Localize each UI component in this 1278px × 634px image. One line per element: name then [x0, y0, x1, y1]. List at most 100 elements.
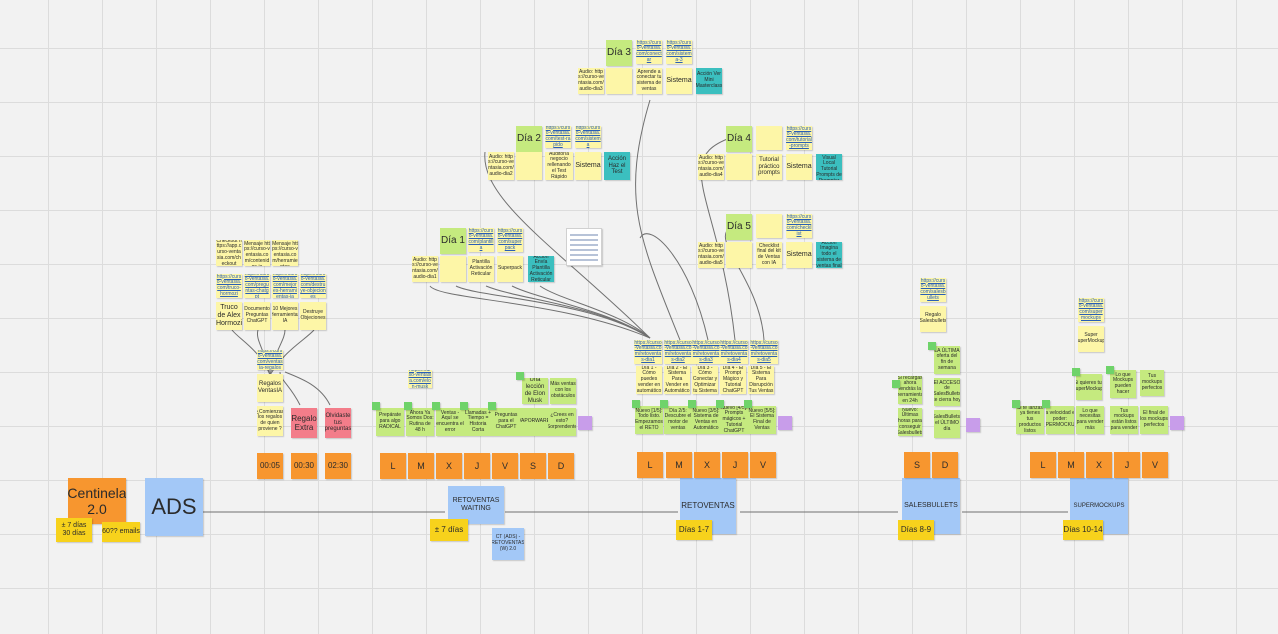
offer-link[interactable]: https://curso-ventasia.com/salesbullets [920, 278, 946, 302]
day-chip[interactable]: M [1058, 452, 1084, 478]
lesson-card[interactable]: Día 5 - El Sistema Para Disrupción Tus V… [748, 366, 774, 394]
lesson-card[interactable]: Día 2 - El Sistema Para Vender en Automá… [664, 366, 690, 394]
offer-card[interactable]: Super SuperMockups [1078, 326, 1104, 352]
day-card[interactable]: Sistema [666, 68, 692, 94]
waiting-card[interactable]: Olvidaste tus preguntas [325, 408, 351, 438]
email-card[interactable]: Nuevo [4/5]: Prompts mágicos + Tutorial … [720, 406, 748, 434]
extra-card[interactable]: Una lección de Elon Musk [522, 378, 548, 404]
day-link[interactable]: https://curso-ventasia.com/tutorial-prom… [786, 126, 812, 150]
day-audio[interactable]: Audio: https://curso-ventasia.com/audio-… [488, 152, 514, 180]
head-card[interactable]: Contenidos Mensaje https://curso-ventasi… [272, 240, 298, 266]
day-chip[interactable]: X [1086, 452, 1112, 478]
day-chip[interactable]: L [1030, 452, 1056, 478]
phase-days-waiting[interactable]: ± 7 días [430, 519, 468, 541]
day-chip[interactable]: L [380, 453, 406, 479]
lesson-card[interactable]: Día 3 - Cómo Conectar y Optimizar tu Sis… [692, 366, 718, 394]
top-card[interactable]: Si quieres tus SuperMockups [1076, 374, 1102, 400]
day-link[interactable]: https://curso-ventasia.com/test-rapido [545, 126, 571, 148]
email-card[interactable]: Nuevo [3/5]: Sistema de Ventas en Automá… [692, 406, 720, 434]
phase-note-waiting[interactable]: CT (ADS) - RETOVENTAS (W) 2.0 [492, 528, 524, 560]
tag-marker[interactable] [660, 400, 668, 408]
day-chip[interactable]: M [408, 453, 434, 479]
resource-link[interactable]: https://curso-ventasia.com/truco-hormozi [216, 274, 242, 298]
lesson-link[interactable]: https://curso-ventasia.com/retoventas-di… [634, 340, 662, 364]
tag-marker[interactable] [1042, 400, 1050, 408]
email-card[interactable]: Ventas - Aquí se encuentra el error [436, 408, 464, 436]
day-title[interactable]: Día 4 [726, 126, 752, 152]
day-link[interactable]: https://curso-ventasia.com/sistema-3 [666, 40, 692, 64]
tag-marker[interactable] [1072, 368, 1080, 376]
lesson-link[interactable]: https://curso-ventasia.com/retoventas-di… [750, 340, 778, 364]
email-card[interactable]: El final de los mockups perfectos [1140, 406, 1168, 434]
day-chip[interactable]: M [666, 452, 692, 478]
day-card[interactable]: Aprende a conectar tu sistema de ventas [636, 68, 662, 94]
tag-marker[interactable] [372, 402, 380, 410]
day-link[interactable]: https://curso-ventasia.com/sistema [575, 126, 601, 148]
day-title[interactable]: Día 2 [516, 126, 542, 152]
phase-days-salesbullets[interactable]: Días 8-9 [898, 520, 934, 540]
email-card[interactable]: LA ÚLTIMA oferta del fin de semana [934, 346, 960, 374]
day-title[interactable]: Día 1 [440, 228, 466, 254]
day-chip[interactable]: X [694, 452, 720, 478]
day-card[interactable]: Plantilla Activación Reticular [468, 256, 494, 282]
day-audio[interactable] [440, 256, 466, 282]
head-card[interactable]: Checkout https://app.curso-ventasia.com/… [216, 240, 242, 266]
day-audio[interactable]: Audio: https://curso-ventasia.com/audio-… [578, 68, 604, 94]
email-card[interactable]: Lo que necesitas para vender más [1076, 406, 1104, 434]
email-card[interactable]: El ACCESO de SalesBullets te cierra hoy [934, 378, 960, 406]
day-chip[interactable]: J [464, 453, 490, 479]
phase-days-retoventas[interactable]: Días 1-7 [676, 520, 712, 540]
email-card[interactable]: Nuevo: Últimas horas para conseguir Sale… [898, 408, 922, 436]
day-link[interactable]: https://curso-ventasia.com/superpack [497, 228, 523, 252]
status-chip[interactable] [966, 418, 980, 432]
tag-marker[interactable] [632, 400, 640, 408]
day-chip[interactable]: J [722, 452, 748, 478]
email-card[interactable]: Día 2/5: Descubre el motor de ventas [664, 406, 692, 434]
lesson-link[interactable]: https://curso-ventasia.com/retoventas-di… [692, 340, 720, 364]
day-audio[interactable] [726, 242, 752, 268]
status-chip[interactable] [778, 416, 792, 430]
lesson-card[interactable]: Día 1 - Cómo puedes vender en automático [636, 366, 662, 394]
tag-marker[interactable] [516, 372, 524, 380]
tag-marker[interactable] [404, 402, 412, 410]
resource-card[interactable]: 10 Mejores Herramientas IA [272, 302, 298, 330]
resource-link[interactable]: https://curso-ventasia.com/preguntas-cha… [244, 274, 270, 298]
tag-marker[interactable] [716, 400, 724, 408]
day-action[interactable]: Acción Haz el Test [604, 152, 630, 180]
lesson-link[interactable]: https://curso-ventasia.com/retoventas-di… [664, 340, 692, 364]
email-card[interactable]: Si recargas ahora tendrás la herramienta… [898, 376, 922, 404]
email-card[interactable]: Nuevo [1/5]: Todo listo. Empezamos el RE… [635, 406, 663, 434]
top-card[interactable]: Tus mockups perfectos [1140, 370, 1164, 396]
duration-note[interactable]: ± 7 días 30 días [56, 518, 92, 542]
lesson-card[interactable]: Día 4 - El Prompt Mágico y Tutorial Chat… [720, 366, 746, 394]
day-audio[interactable] [516, 152, 542, 180]
extra-card[interactable]: Más ventas con los obstáculos [550, 378, 576, 404]
resource-card[interactable]: Documento Preguntas ChatGPT [244, 302, 270, 330]
day-title[interactable]: Día 3 [606, 40, 632, 66]
email-card[interactable]: Si te lanzas ya tienes tus productos lis… [1016, 406, 1044, 434]
email-card[interactable]: La velocidad es poder: SUPERMOCKUPS [1046, 406, 1074, 434]
resource-card[interactable]: Truco de Alex Hormozi [216, 302, 242, 330]
tag-marker[interactable] [688, 400, 696, 408]
day-card[interactable]: Checklist final del kit de Ventas con IA [756, 242, 782, 268]
day-chip[interactable]: S [904, 452, 930, 478]
waiting-card[interactable]: Regalo Extra [291, 408, 317, 438]
head-card[interactable]: Contenidos Mensaje https://curso-ventasi… [244, 240, 270, 266]
phase-days-supermockups[interactable]: Días 10-14 [1063, 520, 1103, 540]
document-preview[interactable] [566, 228, 602, 266]
status-chip[interactable] [1170, 416, 1184, 430]
tag-marker[interactable] [432, 402, 440, 410]
day-action[interactable]: Acción Envía Plantilla Activación Reticu… [528, 256, 554, 282]
waiting-card[interactable]: ¿Comienzas los regalos de quien proviene… [257, 406, 283, 436]
email-card[interactable]: VAPORWARE [520, 408, 548, 436]
phase-retoventas-waiting[interactable]: RETOVENTAS WAITING [448, 486, 504, 524]
day-chip[interactable]: V [750, 452, 776, 478]
email-card[interactable]: ¿Crees en esto? Sorprendente [548, 408, 576, 436]
resource-card[interactable]: Destruye Objeciones [300, 302, 326, 330]
offer-link[interactable]: https://curso-ventasia.com/supermockups [1078, 298, 1104, 322]
day-action[interactable]: Acción Imagina todo el sistema de ventas… [816, 242, 842, 268]
day-chip[interactable]: S [520, 453, 546, 479]
resource-link[interactable]: https://curso-ventasia.com/mejores-herra… [272, 274, 298, 298]
title-card[interactable]: Centinela 2.0 [68, 478, 126, 524]
ads-card[interactable]: ADS [145, 478, 203, 536]
